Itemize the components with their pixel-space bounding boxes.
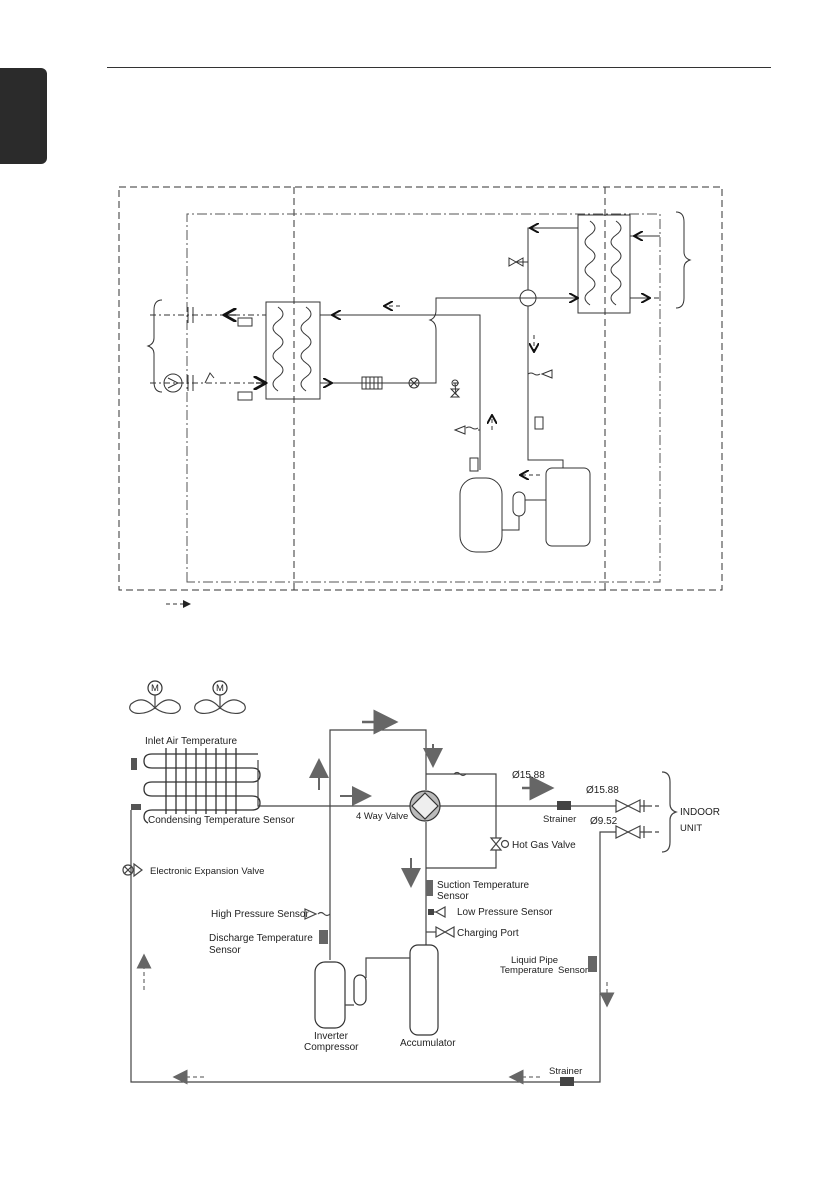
outdoor-coil xyxy=(577,214,631,314)
label-charging-port: Charging Port xyxy=(457,928,519,939)
label-strainer-bottom: Strainer xyxy=(549,1066,582,1077)
label-four-way-valve: 4 Way Valve xyxy=(356,811,408,822)
label-discharge-sensor: Sensor xyxy=(209,945,241,956)
label-strainer-top: Strainer xyxy=(543,814,576,825)
side-tab xyxy=(0,68,47,164)
label-suction-temperature: Suction Temperature xyxy=(437,880,530,891)
label-compressor: Compressor xyxy=(304,1042,359,1053)
label-accumulator: Accumulator xyxy=(400,1038,456,1049)
label-inverter: Inverter xyxy=(314,1031,349,1042)
label-hot-gas-valve: Hot Gas Valve xyxy=(512,840,576,851)
label-liquid-pipe-temperature: Temperature xyxy=(500,965,553,976)
top-rule xyxy=(107,67,771,68)
label-pipe-gas-2: Ø15.88 xyxy=(586,785,619,796)
label-low-pressure-sensor: Low Pressure Sensor xyxy=(457,907,553,918)
label-inlet-air-temperature: Inlet Air Temperature xyxy=(145,736,238,747)
motor-label-1: M xyxy=(151,683,159,694)
label-discharge-temperature: Discharge Temperature xyxy=(209,933,313,944)
label-condensing-temperature-sensor: Condensing Temperature Sensor xyxy=(148,815,295,826)
condenser-coil xyxy=(143,748,261,824)
motor-label-2: M xyxy=(216,683,224,694)
four-way-valve xyxy=(409,790,441,822)
accumulator xyxy=(409,944,439,1036)
label-liquid-pipe: Liquid Pipe xyxy=(511,955,558,966)
inverter-compressor xyxy=(314,961,346,1029)
fan-1 xyxy=(129,680,181,715)
label-pipe-gas-1: Ø15.88 xyxy=(512,770,545,781)
plate-heat-exchanger xyxy=(265,301,321,400)
label-pipe-liquid: Ø9.52 xyxy=(590,816,618,827)
label-liquid-pipe-sensor: Sensor xyxy=(558,965,588,976)
label-indoor: INDOOR xyxy=(680,807,720,818)
refrigerant-cycle-diagram-2: M M xyxy=(122,680,678,1086)
fan-2 xyxy=(194,680,246,715)
label-suction-sensor: Sensor xyxy=(437,891,469,902)
label-unit: UNIT xyxy=(680,823,702,834)
label-electronic-expansion-valve: Electronic Expansion Valve xyxy=(150,866,264,877)
refrigerant-cycle-diagram-1 xyxy=(118,186,723,608)
label-high-pressure-sensor: High Pressure Sensor xyxy=(211,909,309,920)
